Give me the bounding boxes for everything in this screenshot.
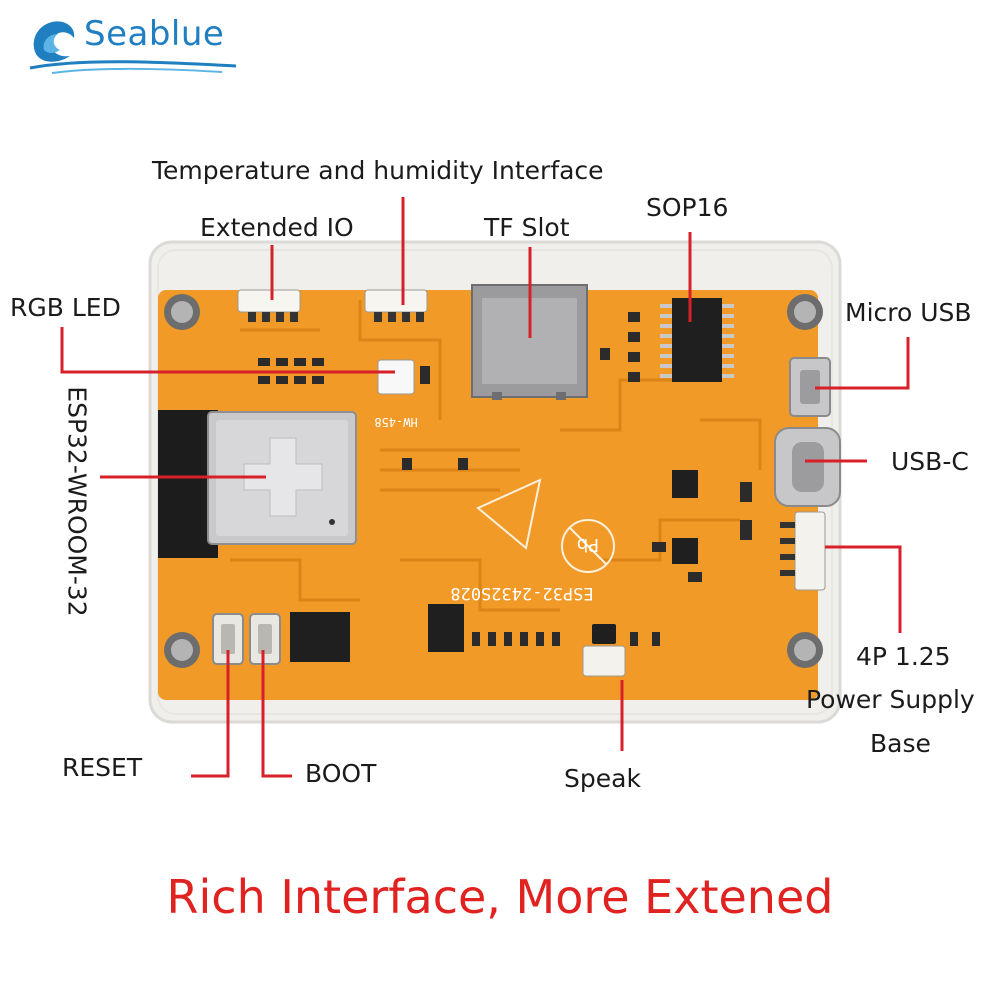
rgb-led	[377, 359, 415, 395]
smd-components	[258, 312, 752, 646]
usb-serial-chip	[290, 612, 350, 662]
label-usb-c: USB-C	[891, 447, 969, 476]
board-model-silkscreen: ESP32-2432S028	[450, 583, 593, 603]
callout-boot	[261, 650, 292, 778]
extended-io-connector	[237, 289, 301, 322]
seablue-logo	[29, 21, 237, 74]
callout-lines	[60, 197, 910, 778]
label-tf-slot: TF Slot	[484, 213, 570, 242]
wave-icon	[33, 21, 75, 62]
label-micro-usb: Micro USB	[845, 298, 972, 327]
pcb-board	[158, 290, 818, 700]
callout-reset	[191, 650, 230, 778]
silkscreen-marks	[476, 478, 615, 573]
sop16-chip	[660, 298, 734, 382]
pb-mark: Pb	[577, 534, 599, 555]
temp-humidity-connector	[364, 289, 428, 322]
label-power-line2: Power Supply	[806, 685, 975, 714]
callout-power	[825, 545, 902, 633]
label-power-line3: Base	[870, 729, 931, 758]
audio-amp-chip	[428, 604, 464, 652]
label-sop16: SOP16	[646, 193, 729, 222]
boot-button	[249, 613, 281, 665]
regulator-chip	[672, 470, 698, 498]
power-supply-connector	[780, 511, 826, 591]
mounting-screws	[164, 294, 823, 668]
tagline: Rich Interface, More Extened	[166, 870, 834, 924]
label-temp-humidity: Temperature and humidity Interface	[152, 156, 604, 185]
label-speak: Speak	[564, 764, 641, 793]
callout-rgb-led	[60, 327, 395, 374]
pcb-traces	[230, 300, 762, 612]
label-rgb-led: RGB LED	[10, 293, 121, 322]
label-power-line1: 4P 1.25	[856, 642, 951, 671]
esp32-module	[207, 411, 357, 545]
brand-name: Seablue	[84, 14, 225, 54]
label-extended-io: Extended IO	[200, 213, 354, 242]
label-boot: BOOT	[305, 759, 377, 788]
callout-micro-usb	[815, 337, 910, 390]
label-reset: RESET	[62, 753, 143, 782]
speaker-connector	[582, 645, 626, 677]
label-esp32: ESP32-WROOM-32	[62, 386, 92, 617]
module-silkscreen: HW-458	[374, 415, 417, 429]
